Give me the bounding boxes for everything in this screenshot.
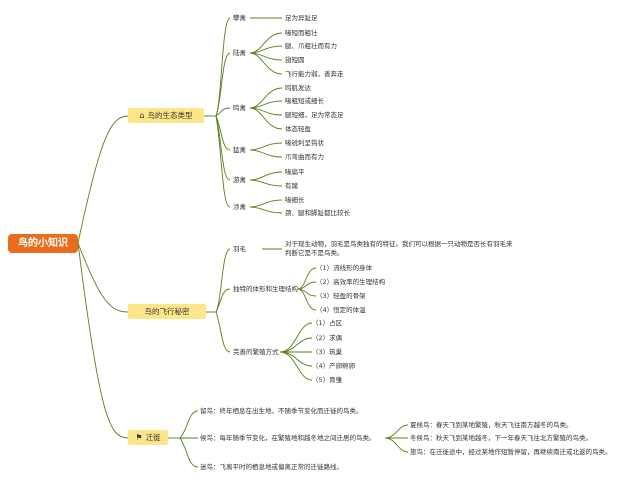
leaf-item: （3）筑巢 <box>312 348 343 356</box>
group-label: 攀禽 <box>233 14 246 22</box>
leaf-item: （1）流线形的身体 <box>316 264 373 272</box>
leaf-item: 飞行能力弱，善奔走 <box>285 70 344 78</box>
group-label: 鸣禽 <box>233 104 246 112</box>
category-migration: ⚑迁徙 <box>128 430 168 445</box>
connector-root-flight <box>77 242 129 313</box>
group-label: 羽毛 <box>233 245 246 253</box>
leaf-item: 喙细长 <box>285 196 305 204</box>
resident-bird-text: 留鸟：终年栖息在出生地，不随季节变化而迁徙的鸟类。 <box>200 407 363 415</box>
leaf-item: （2）求偶 <box>312 334 343 342</box>
leaf-item: 翅短圆 <box>285 56 305 64</box>
house-icon: ⌂ <box>139 111 145 120</box>
group-label: 独特的体形和生理结构 <box>233 285 298 293</box>
leaf-item: 体态轻盈 <box>285 125 311 133</box>
group-label: 陆禽 <box>233 49 246 57</box>
category-flight-label: 鸟的飞行秘密 <box>144 307 190 316</box>
group-label: 涉禽 <box>233 203 246 211</box>
connector-root-ecology <box>77 115 129 244</box>
leaf-item: （3）轻盈的骨架 <box>316 292 366 300</box>
vagrant-bird-text: 迷鸟：飞离平时的栖息地或偏离正常的迁徙路线。 <box>200 463 343 471</box>
group-label: 完善的繁殖方式 <box>233 348 279 356</box>
leaf-item: 腿、爪粗壮而有力 <box>285 42 337 50</box>
category-migration-label: 迁徙 <box>145 433 161 442</box>
leaf-item: 喙短而粗壮 <box>285 29 318 37</box>
feather-description: 对于现生动物，羽毛是鸟类独有的特征。我们可以根据一只动物是否长有羽毛来判断它是不… <box>285 240 513 257</box>
migrant-bird-text: 候鸟：每年随季节变化，在繁殖地和越冬地之间迁居的鸟类。 <box>200 434 376 442</box>
leaf-item: 喙扁平 <box>285 168 305 176</box>
flag-icon: ⚑ <box>135 433 143 442</box>
migrant-type: 冬候鸟：秋天飞到某地越冬，下一年春天飞往北方繁殖的鸟类。 <box>410 434 592 442</box>
migrant-type: 夏候鸟：春天飞到某地繁殖，秋天飞往南方越冬的鸟类。 <box>410 421 573 429</box>
category-ecology: ⌂鸟的生态类型 <box>128 108 204 123</box>
leaf-item: 喙粗短或细长 <box>285 97 324 105</box>
group-label: 游禽 <box>233 176 246 184</box>
leaf-item: 喙锐利呈钩状 <box>285 139 324 147</box>
migrant-type: 旅鸟：在迁徙途中，经过某地作短暂停留，再继续南迁或北返的鸟类。 <box>410 448 612 456</box>
category-flight: 鸟的飞行秘密 <box>128 304 206 319</box>
leaf-item: 有蹼 <box>285 182 298 190</box>
leaf-item: 爪弯曲而有力 <box>285 153 324 161</box>
root-node: 鸟的小知识 <box>8 234 78 253</box>
group-label: 猛禽 <box>233 146 246 154</box>
leaf-item: 鸣肌发达 <box>285 84 311 92</box>
leaf-item: （4）恒定的体温 <box>316 306 366 314</box>
connector-root-migration <box>77 242 129 439</box>
leaf-item: （2）高效率的生理结构 <box>316 278 386 286</box>
leaf-item: 腿短细，足为常态足 <box>285 111 344 119</box>
leaf-item: 颈、腿和脚趾都比较长 <box>285 209 350 217</box>
leaf-item: （1）占区 <box>312 319 343 327</box>
leaf-item: （5）育雏 <box>312 376 343 384</box>
leaf-item: 足为异趾足 <box>285 14 318 22</box>
leaf-item: （4）产卵孵卵 <box>312 362 356 370</box>
category-ecology-label: 鸟的生态类型 <box>147 111 193 120</box>
